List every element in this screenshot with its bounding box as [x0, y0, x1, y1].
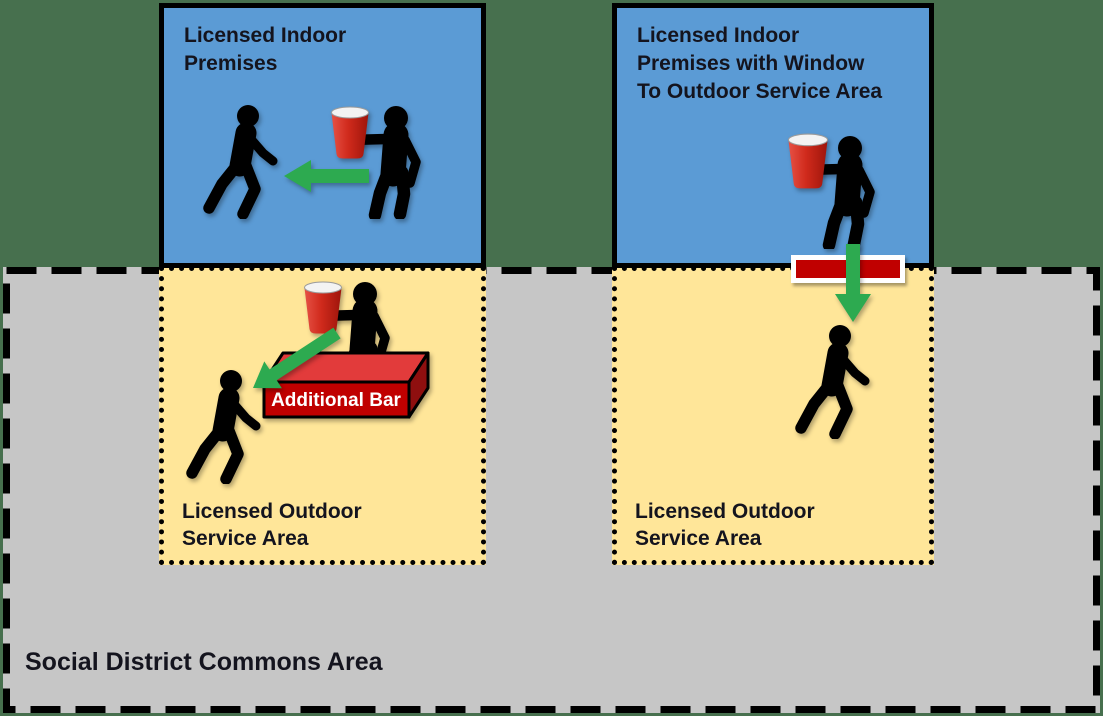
- green-arrow-down-icon: [835, 244, 871, 322]
- red-solo-cup-icon: [786, 133, 830, 190]
- green-arrow-down-left-icon: [253, 327, 341, 389]
- outdoor-right-label: Licensed Outdoor Service Area: [635, 500, 815, 550]
- walking-person-icon: [792, 324, 884, 439]
- indoor-left-label: Licensed Indoor Premises: [184, 24, 347, 75]
- green-arrow-left-icon: [284, 160, 369, 192]
- red-solo-cup-icon: [330, 106, 370, 160]
- walking-person-icon: [183, 369, 275, 484]
- outdoor-service-area-right: Licensed Outdoor Service Area: [612, 266, 934, 565]
- outdoor-left-label: Licensed Outdoor Service Area: [182, 500, 362, 550]
- indoor-premises-left: Licensed Indoor Premises: [159, 3, 486, 268]
- walking-person-icon: [200, 104, 292, 219]
- additional-bar-label: Additional Bar: [271, 390, 401, 411]
- indoor-premises-right: Licensed Indoor Premises with Window To …: [612, 3, 934, 268]
- indoor-right-label: Licensed Indoor Premises with Window To …: [637, 24, 883, 103]
- commons-area-label: Social District Commons Area: [25, 648, 383, 676]
